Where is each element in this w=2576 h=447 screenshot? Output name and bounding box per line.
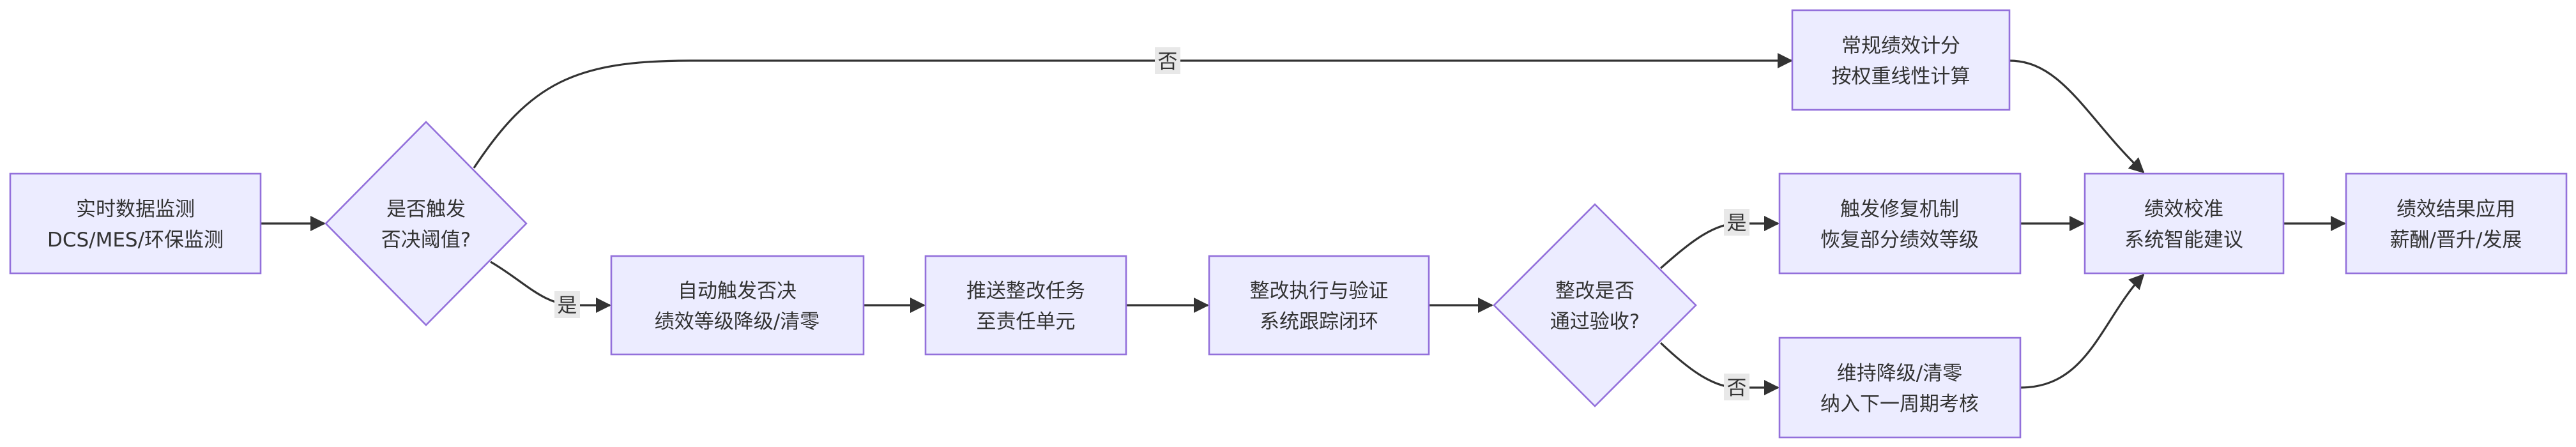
node-text-line2: 否决阈值? xyxy=(381,229,471,252)
node-text-line2: 系统跟踪闭环 xyxy=(1260,310,1378,333)
edge-label-text: 是 xyxy=(1727,212,1747,235)
edge-label-d2-yes: 是 xyxy=(1724,209,1749,236)
edge-decision1-to-auto-veto xyxy=(490,261,611,313)
node-text-line2: DCS/MES/环保监测 xyxy=(47,229,224,252)
edge-label-d1-no: 否 xyxy=(1155,47,1180,74)
edge-label-text: 否 xyxy=(1158,50,1178,73)
node-push-task: 推送整改任务 至责任单元 xyxy=(924,255,1127,356)
node-regular: 常规绩效计分 按权重线性计算 xyxy=(1791,9,2011,111)
node-text-line2: 纳入下一周期考核 xyxy=(1820,393,1979,416)
edge-decision2-to-repair xyxy=(1659,216,1780,269)
node-text-line1: 绩效校准 xyxy=(2144,198,2223,221)
node-monitor: 实时数据监测 DCS/MES/环保监测 xyxy=(9,172,262,275)
node-text-line1: 是否触发 xyxy=(386,198,466,221)
node-text-line1: 自动触发否决 xyxy=(678,280,796,303)
node-text-line2: 至责任单元 xyxy=(977,310,1076,333)
edge-label-text: 否 xyxy=(1727,377,1747,400)
node-repair: 触发修复机制 恢复部分绩效等级 xyxy=(1778,172,2022,275)
node-text-line1: 整改是否 xyxy=(1555,280,1635,303)
edge-label-d1-yes: 是 xyxy=(554,291,580,318)
edge-decision2-to-keep xyxy=(1659,342,1780,395)
node-auto-veto: 自动触发否决 绩效等级降级/清零 xyxy=(610,255,865,356)
node-verify: 整改执行与验证 系统跟踪闭环 xyxy=(1208,255,1430,356)
node-text-line2: 绩效等级降级/清零 xyxy=(655,310,819,333)
node-apply: 绩效结果应用 薪酬/晋升/发展 xyxy=(2345,172,2568,275)
node-calibrate: 绩效校准 系统智能建议 xyxy=(2084,172,2285,275)
node-text-line1: 整改执行与验证 xyxy=(1250,280,1389,303)
node-text-line1: 实时数据监测 xyxy=(76,198,195,221)
node-text-line2: 系统智能建议 xyxy=(2124,229,2243,252)
node-text-line1: 绩效结果应用 xyxy=(2397,198,2515,221)
node-decision2: 整改是否 通过验收? xyxy=(1493,203,1697,407)
node-keep: 维持降级/清零 纳入下一周期考核 xyxy=(1778,337,2022,439)
edge-regular-to-calibrate xyxy=(2009,59,2145,174)
edge-decision1-to-regular xyxy=(473,53,1793,169)
node-text-line1: 维持降级/清零 xyxy=(1837,362,1962,385)
node-text-line2: 恢复部分绩效等级 xyxy=(1820,229,1979,252)
edge-label-text: 是 xyxy=(558,294,577,317)
node-text-line2: 通过验收? xyxy=(1550,310,1640,333)
node-decision1: 是否触发 否决阈值? xyxy=(324,121,528,326)
node-text-line2: 薪酬/晋升/发展 xyxy=(2390,229,2522,252)
node-text-line1: 常规绩效计分 xyxy=(1841,34,1960,57)
node-text-line2: 按权重线性计算 xyxy=(1832,65,1970,88)
edge-label-d2-no: 否 xyxy=(1724,374,1749,400)
node-text-line1: 推送整改任务 xyxy=(966,280,1085,303)
edge-keep-to-calibrate xyxy=(2020,273,2145,389)
node-text-line1: 触发修复机制 xyxy=(1840,198,1959,221)
